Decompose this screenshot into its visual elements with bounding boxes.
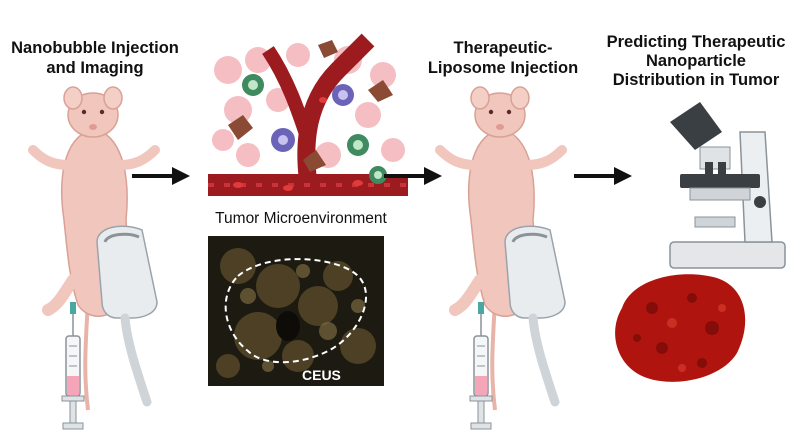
step3-title: Predicting Therapeutic Nanoparticle Dist…: [606, 33, 786, 89]
blood-vessel-icon: [208, 33, 408, 210]
syringe-icon: [469, 301, 493, 430]
step1-title: Nanobubble Injection and Imaging: [11, 39, 179, 77]
ceus-label: CEUS: [302, 367, 341, 383]
step2-title: Therapeutic- Liposome Injection: [427, 39, 579, 77]
tumor-section-icon: [615, 274, 746, 382]
ultrasound-probe-icon: [97, 222, 167, 412]
immune-cell-icon: [242, 74, 387, 184]
arrow-icon: [132, 167, 190, 185]
ultrasound-probe-icon: [505, 222, 575, 412]
syringe-icon: [61, 301, 85, 430]
microscope-icon: [669, 102, 786, 269]
arrow-icon: [384, 167, 442, 185]
ceus-image: [208, 236, 384, 386]
microenvironment-label: Tumor Microenvironment: [215, 210, 387, 227]
arrow-icon: [574, 167, 632, 185]
